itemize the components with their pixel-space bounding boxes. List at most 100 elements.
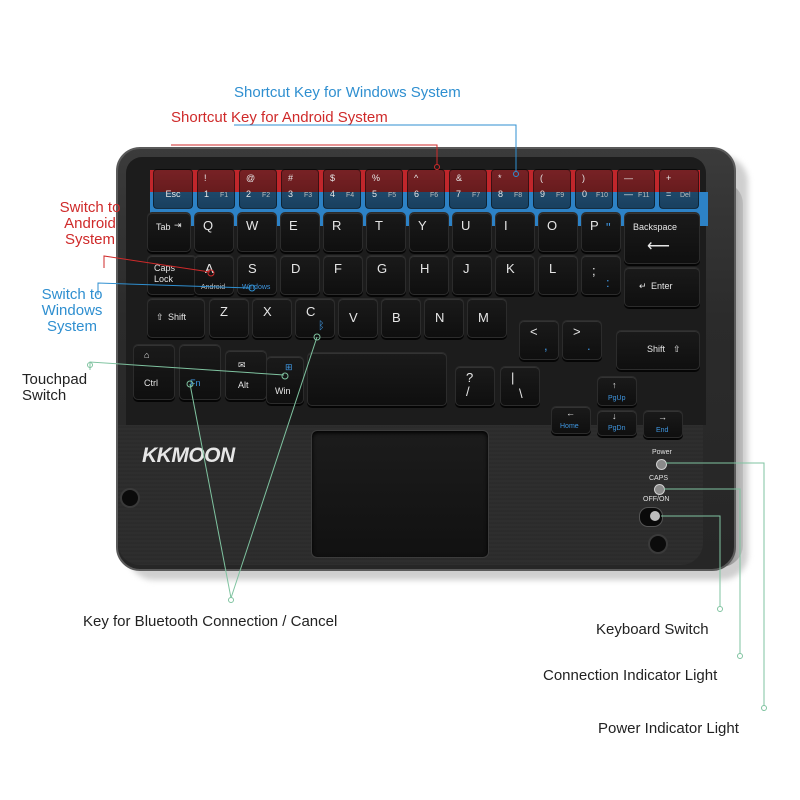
- key-g[interactable]: G: [366, 255, 406, 295]
- key-enter[interactable]: ↵ Enter: [624, 267, 700, 307]
- key-label: ;: [592, 263, 596, 278]
- windows-shortcut-caption: Shortcut Key for Windows System: [234, 84, 461, 101]
- key-shift-label: :: [606, 275, 610, 290]
- key-shift-label: (: [540, 173, 543, 183]
- key-m[interactable]: M: [467, 298, 507, 338]
- key-label: 8: [498, 189, 504, 199]
- key-win[interactable]: ⊞ Win: [266, 356, 304, 404]
- key-label: Esc: [165, 189, 181, 199]
- key-label: .: [587, 338, 591, 353]
- key-fn[interactable]: Fn: [179, 344, 221, 400]
- key-backslash[interactable]: | \: [500, 366, 540, 406]
- key-f[interactable]: F: [323, 255, 363, 295]
- key-u[interactable]: U: [452, 212, 492, 252]
- key-w[interactable]: W: [237, 212, 277, 252]
- windows-logo-icon: ⊞: [285, 362, 293, 372]
- key-equals[interactable]: + = Del: [659, 169, 699, 209]
- key-label: =: [666, 189, 672, 199]
- key-left-home[interactable]: ← Home: [551, 406, 591, 434]
- key-shift-label: #: [288, 173, 294, 183]
- key-caps-lock[interactable]: Caps Lock: [147, 255, 197, 295]
- key-up-pgup[interactable]: ↑ PgUp: [597, 376, 637, 406]
- key-label: F: [334, 261, 342, 276]
- key-n[interactable]: N: [424, 298, 464, 338]
- key-fn-label: End: [656, 427, 669, 434]
- key-shift-label: ": [606, 220, 611, 235]
- key-label: 1: [204, 189, 210, 199]
- key-d[interactable]: D: [280, 255, 320, 295]
- key-label: Shift: [647, 344, 666, 354]
- key-right-end[interactable]: → End: [643, 410, 683, 438]
- key-y[interactable]: Y: [409, 212, 449, 252]
- key-x[interactable]: X: [252, 298, 292, 338]
- key-k[interactable]: K: [495, 255, 535, 295]
- key-q[interactable]: Q: [194, 212, 234, 252]
- key-i[interactable]: I: [495, 212, 535, 252]
- key-slash[interactable]: ? /: [455, 366, 495, 406]
- key-3[interactable]: # 3 F3: [281, 169, 319, 209]
- key-e[interactable]: E: [280, 212, 320, 252]
- key-label: V: [349, 310, 358, 325]
- key-8[interactable]: * 8 F8: [491, 169, 529, 209]
- key-c-bluetooth[interactable]: C ᛒ: [295, 298, 335, 338]
- key-semicolon[interactable]: ; :: [581, 255, 621, 295]
- key-fn-label: PgUp: [608, 395, 626, 402]
- key-backspace[interactable]: Backspace ⟵: [624, 212, 700, 264]
- keyboard-power-switch[interactable]: [639, 507, 663, 527]
- key-space[interactable]: [307, 352, 447, 406]
- key-z[interactable]: Z: [209, 298, 249, 338]
- key-comma[interactable]: < ,: [519, 320, 559, 360]
- key-minus[interactable]: — — F11: [617, 169, 655, 209]
- key-h[interactable]: H: [409, 255, 449, 295]
- key-p[interactable]: P ": [581, 212, 621, 252]
- key-label: T: [375, 218, 383, 233]
- caption-line: System: [64, 230, 115, 248]
- touchpad[interactable]: [311, 430, 489, 558]
- key-sub-label: Windows: [242, 284, 271, 291]
- key-label: —: [624, 189, 633, 199]
- key-alt[interactable]: ✉ Alt: [225, 350, 267, 400]
- key-label: Y: [418, 218, 427, 233]
- key-1[interactable]: ! 1 F1: [197, 169, 235, 209]
- power-indicator-label: Power: [652, 449, 672, 456]
- key-tab[interactable]: Tab ⇥: [147, 212, 191, 252]
- key-down-pgdn[interactable]: ↓ PgDn: [597, 410, 637, 436]
- key-t[interactable]: T: [366, 212, 406, 252]
- key-period[interactable]: > .: [562, 320, 602, 360]
- key-a[interactable]: A Android: [194, 255, 234, 295]
- key-label: \: [519, 386, 523, 401]
- key-9[interactable]: ( 9 F9: [533, 169, 571, 209]
- key-o[interactable]: O: [538, 212, 578, 252]
- switch-windows-caption: Switch to Windows System: [24, 287, 120, 334]
- key-fn-label: F9: [556, 192, 565, 199]
- arrow-up-icon: ↑: [612, 380, 617, 390]
- key-label: 2: [246, 189, 252, 199]
- key-shift-right[interactable]: Shift ⇧: [616, 330, 700, 370]
- key-7[interactable]: & 7 F7: [449, 169, 487, 209]
- key-0[interactable]: ) 0 F10: [575, 169, 613, 209]
- keyboard-switch-caption: Keyboard Switch: [596, 621, 709, 638]
- key-esc[interactable]: Esc: [153, 169, 193, 209]
- bluetooth-key-caption: Key for Bluetooth Connection / Cancel: [83, 613, 338, 630]
- key-r[interactable]: R: [323, 212, 363, 252]
- bluetooth-icon: ᛒ: [318, 320, 325, 332]
- rubber-foot-left: [120, 488, 140, 508]
- key-fn-label: F10: [596, 192, 609, 199]
- key-5[interactable]: % 5 F5: [365, 169, 403, 209]
- key-6[interactable]: ^ 6 F6: [407, 169, 445, 209]
- key-2[interactable]: @ 2 F2: [239, 169, 277, 209]
- key-4[interactable]: $ 4 F4: [323, 169, 361, 209]
- key-l[interactable]: L: [538, 255, 578, 295]
- key-v[interactable]: V: [338, 298, 378, 338]
- key-shift-label: ): [582, 173, 585, 183]
- key-fn-label: F8: [514, 192, 523, 199]
- key-shift-label: !: [204, 173, 207, 183]
- connection-indicator-light: [654, 484, 665, 495]
- key-label: G: [377, 261, 388, 276]
- key-shift-left[interactable]: ⇧ Shift: [147, 298, 205, 338]
- off-on-label: OFF/ON: [643, 496, 670, 503]
- key-j[interactable]: J: [452, 255, 492, 295]
- key-s[interactable]: S Windows: [237, 255, 277, 295]
- key-b[interactable]: B: [381, 298, 421, 338]
- key-ctrl[interactable]: ⌂ Ctrl: [133, 344, 175, 400]
